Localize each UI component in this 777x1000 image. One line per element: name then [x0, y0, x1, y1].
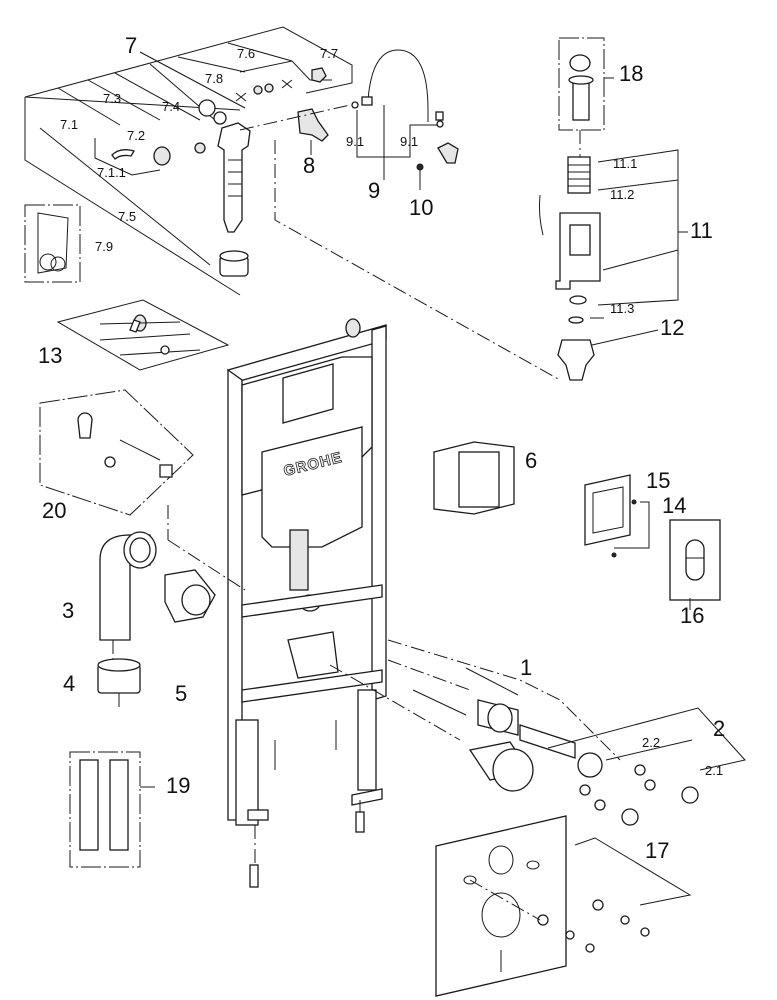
label-part-7-1: 7.1 [60, 117, 79, 132]
label-part-2-2: 2.2 [642, 735, 661, 750]
installation-frame [133, 314, 387, 888]
protection-plate-group [435, 815, 692, 997]
label-part-7-4: 7.4 [162, 99, 181, 114]
label-part-11-1: 11.1 [613, 156, 638, 171]
label-part-3: 3 [62, 598, 75, 623]
label-part-7: 7 [125, 33, 138, 58]
label-part-15: 15 [646, 468, 671, 493]
bend-pipe-group [97, 531, 216, 710]
label-part-20: 20 [42, 498, 67, 523]
hose-group [239, 49, 561, 381]
label-part-4: 4 [63, 671, 76, 696]
label-part-13: 13 [38, 343, 63, 368]
label-part-7-5: 7.5 [118, 209, 137, 224]
label-part-11: 11 [690, 218, 713, 243]
label-part-5: 5 [175, 681, 188, 706]
label-part-17: 17 [645, 838, 670, 863]
flush-valve-group [538, 37, 688, 381]
label-part-19: 19 [166, 773, 191, 798]
label-part-7-7: 7.7 [320, 46, 339, 61]
label-part-1: 1 [520, 655, 533, 680]
label-part-12: 12 [660, 315, 685, 340]
inspection-box-and-plate [433, 441, 721, 610]
label-part-9-1-left: 9.1 [346, 134, 365, 149]
label-part-11-2: 11.2 [610, 187, 635, 202]
label-part-2-1: 2.1 [705, 763, 724, 778]
label-part-16: 16 [680, 603, 705, 628]
label-part-6: 6 [525, 448, 538, 473]
clip-icon [111, 149, 135, 160]
label-part-9: 9 [368, 178, 381, 203]
label-part-10: 10 [409, 195, 434, 220]
label-part-7-6: 7.6 [237, 46, 256, 61]
label-part-18: 18 [619, 61, 644, 86]
label-part-7-2: 7.2 [127, 128, 146, 143]
label-part-8: 8 [303, 153, 316, 178]
flush-pipe-group [329, 639, 746, 826]
label-part-11-3: 11.3 [610, 301, 635, 316]
label-part-7-8: 7.8 [205, 71, 224, 86]
anchor-kits [39, 299, 246, 591]
bracket-set-19 [69, 751, 155, 868]
label-part-9-1-right: 9.1 [400, 134, 419, 149]
label-part-7-1-1: 7.1.1 [97, 165, 126, 180]
label-part-2: 2 [713, 716, 726, 741]
label-part-14: 14 [662, 493, 687, 518]
label-part-7-3: 7.3 [103, 91, 122, 106]
fill-valve-kit-group [24, 26, 353, 296]
label-part-7-9: 7.9 [95, 239, 114, 254]
